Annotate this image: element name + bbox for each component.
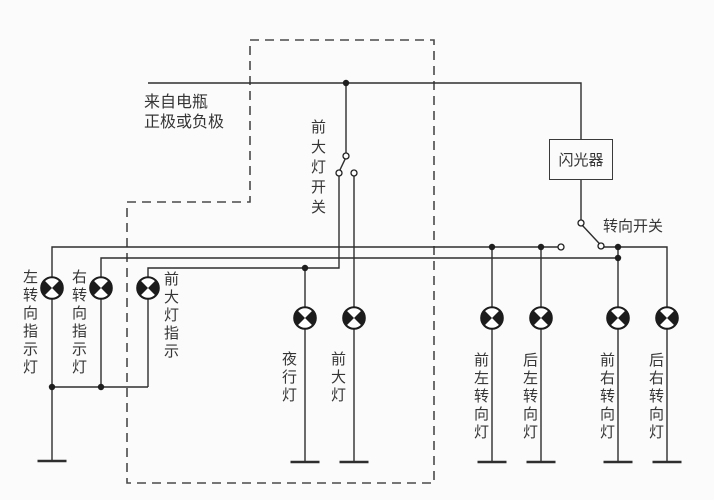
junction-dot [537, 243, 545, 251]
lamp-icon [480, 306, 504, 330]
power-bus-wire [148, 82, 582, 139]
headlight-switch-label: 前大灯开关 [309, 119, 327, 219]
turn-switch-lever [582, 225, 600, 245]
flasher-label: 闪光器 [558, 151, 604, 169]
junction-dot [342, 79, 350, 87]
rear-right-turn-lamp-label: 后右转向灯 [647, 352, 665, 442]
lamp-icon [293, 306, 317, 330]
battery-source-label: 来自电瓶 正极或负极 [144, 92, 225, 131]
flasher-component: 闪光器 [549, 139, 613, 180]
right-turn-rail-wire [604, 246, 668, 307]
switch-contact [335, 169, 343, 177]
night-circuit-wire [147, 176, 340, 277]
switch-contact [597, 242, 605, 250]
right-indicator-rail-wire [100, 257, 618, 277]
switch-contact [577, 219, 585, 227]
lamp-icon [529, 306, 553, 330]
rear-left-turn-lamp-label: 后左转向灯 [521, 352, 539, 442]
lamp-icon [655, 306, 679, 330]
headlamp-label: 前大灯 [329, 351, 347, 405]
switch-contact [342, 152, 350, 160]
left-turn-indicator-label: 左转向指示灯 [21, 269, 39, 377]
switch-contact [557, 243, 565, 251]
junction-dot [614, 243, 622, 251]
right-turn-indicator-label: 右转向指示灯 [70, 269, 88, 377]
indicator-ground-wires [51, 299, 149, 461]
left-turn-rail-wire [51, 246, 558, 277]
junction-dot [488, 243, 496, 251]
junction-dot [301, 264, 309, 272]
junction-dot [48, 383, 56, 391]
lamp-icon [606, 306, 630, 330]
night-lamp-label: 夜行灯 [280, 351, 298, 405]
switch-contact [350, 169, 358, 177]
junction-dot [97, 383, 105, 391]
front-right-turn-lamp-label: 前右转向灯 [598, 352, 616, 442]
lamp-icon [136, 276, 160, 300]
turn-switch-label: 转向开关 [603, 217, 664, 235]
lamp-icon [40, 276, 64, 300]
lamp-icon [342, 306, 366, 330]
headlight-indicator-label: 前大灯指示 [162, 271, 180, 361]
headlight-switch-lever [339, 158, 346, 171]
lamp-icon [89, 276, 113, 300]
housing-boundary-dashed [126, 39, 435, 484]
front-left-turn-lamp-label: 前左转向灯 [472, 352, 490, 442]
junction-dot [614, 254, 622, 262]
lamp-ground-wires [304, 329, 668, 462]
